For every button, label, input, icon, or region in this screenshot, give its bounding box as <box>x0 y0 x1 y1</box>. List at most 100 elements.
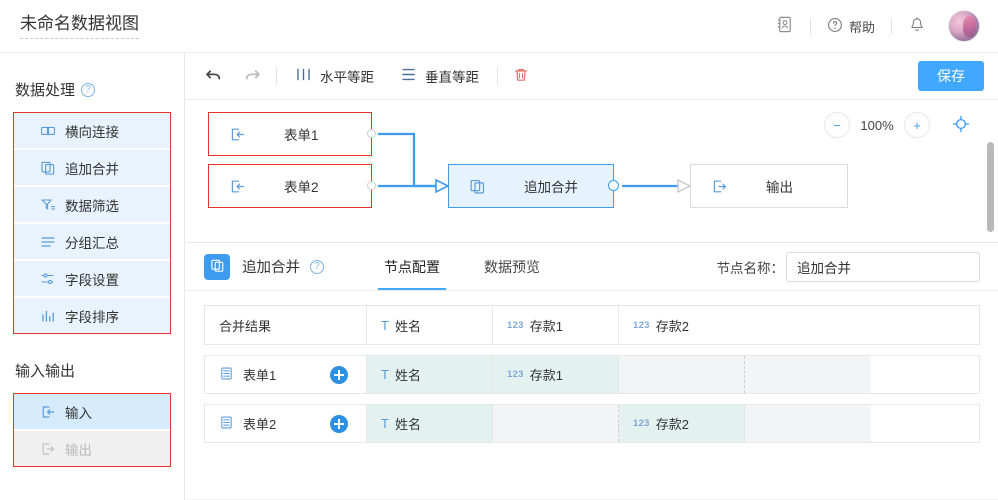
cell-empty-2[interactable] <box>745 405 871 442</box>
field-mapping-table: 合并结果 T 姓名 123 存款1 123 存款2 <box>186 291 998 443</box>
toolbar-divider-1 <box>276 67 277 85</box>
detail-node-name: 追加合并 <box>242 260 300 276</box>
header-cell-deposit1: 123 存款1 <box>493 306 619 344</box>
output-port[interactable] <box>608 180 619 191</box>
flow-connectors <box>378 132 692 194</box>
cell-label: 存款1 <box>529 368 563 383</box>
header-divider <box>809 18 811 34</box>
node-detail-panel: 追加合并 ? 节点配置 数据预览 节点名称： 合并结果 T <box>186 243 998 499</box>
header-label: 合并结果 <box>219 318 272 334</box>
node-name-field-group: 节点名称： <box>717 251 980 282</box>
flow-node-label: 追加合并 <box>524 180 578 195</box>
sidebar-item-append-merge[interactable]: 追加合并 <box>14 150 170 185</box>
sidebar-item-field-sort[interactable]: 字段排序 <box>14 298 170 333</box>
sidebar-item-output: 输出 <box>14 431 170 466</box>
sidebar-group-title-io: 输入输出 <box>15 360 171 381</box>
text-type-icon: T <box>381 367 389 382</box>
output-port[interactable] <box>367 129 376 138</box>
table-icon <box>219 415 234 433</box>
output-node-icon <box>711 178 728 195</box>
help-button[interactable]: 帮助 <box>817 17 885 36</box>
vertical-distribute-button[interactable]: 垂直等距 <box>396 66 483 86</box>
plus-circle-icon[interactable] <box>330 414 348 433</box>
sidebar-item-input[interactable]: 输入 <box>14 394 170 429</box>
sidebar-group-data-processing: 横向连接 追加合并 数据筛选 <box>13 112 171 334</box>
cell-empty-1[interactable] <box>619 356 745 393</box>
cell-deposit2[interactable]: 123 存款2 <box>619 405 745 442</box>
flow-node-label: 表单1 <box>284 128 319 143</box>
contact-book-button[interactable] <box>765 15 804 37</box>
flow-node-form2[interactable]: 表单2 <box>208 164 376 208</box>
flow-canvas[interactable]: 表单1 表单2 <box>186 100 998 243</box>
row-source-label: 表单2 <box>243 417 277 432</box>
header-label: 存款1 <box>529 318 563 334</box>
sidebar-item-label: 输入 <box>65 405 92 421</box>
sidebar-item-label: 字段排序 <box>65 309 119 325</box>
cell-name[interactable]: T 姓名 <box>367 356 493 393</box>
tab-node-config[interactable]: 节点配置 <box>370 243 454 290</box>
sidebar-item-label: 数据筛选 <box>65 198 119 214</box>
sidebar-item-filter[interactable]: 数据筛选 <box>14 187 170 222</box>
page-title[interactable]: 未命名数据视图 <box>20 13 139 39</box>
table-icon <box>219 366 234 384</box>
row-source-form1[interactable]: 表单1 <box>205 356 367 393</box>
input-node-icon <box>229 178 246 195</box>
field-sort-icon <box>40 308 56 324</box>
sidebar-item-label: 横向连接 <box>65 124 119 140</box>
sidebar-item-group-summary[interactable]: 分组汇总 <box>14 224 170 259</box>
tab-data-preview[interactable]: 数据预览 <box>484 258 540 275</box>
sidebar-item-field-settings[interactable]: 字段设置 <box>14 261 170 296</box>
node-name-input[interactable] <box>786 251 980 282</box>
zoom-in-button[interactable]: + <box>904 112 930 138</box>
flow-node-append-merge[interactable]: 追加合并 <box>448 164 619 208</box>
redo-arrow-icon <box>242 65 262 88</box>
append-merge-icon <box>210 258 225 276</box>
delete-button[interactable] <box>512 66 530 87</box>
cell-empty-2[interactable] <box>745 356 871 393</box>
app-header: 未命名数据视图 <box>0 0 998 53</box>
zoom-level: 100% <box>860 117 894 133</box>
main-area: 水平等距 垂直等距 <box>186 53 998 500</box>
table-row[interactable]: 表单1 T 姓名 123 存款1 <box>204 355 980 394</box>
header-label: 姓名 <box>394 318 421 334</box>
table-row[interactable]: 表单2 T 姓名 123 存款2 <box>204 404 980 443</box>
header-cell-merge-result: 合并结果 <box>205 306 367 344</box>
table-header-row: 合并结果 T 姓名 123 存款1 123 存款2 <box>204 305 980 345</box>
canvas-scrollbar[interactable] <box>987 142 994 232</box>
cell-label: 姓名 <box>394 368 421 383</box>
sidebar-group-io: 输入 输出 <box>13 393 171 467</box>
flow-node-output[interactable]: 输出 <box>690 164 848 208</box>
question-circle-icon <box>827 17 843 36</box>
zoom-controls: − 100% + <box>824 112 974 138</box>
detail-node-chip <box>204 253 230 280</box>
horizontal-distribute-button[interactable]: 水平等距 <box>291 66 378 86</box>
sidebar-item-join[interactable]: 横向连接 <box>14 113 170 148</box>
vertical-distribute-icon <box>400 66 417 86</box>
avatar[interactable] <box>948 10 980 42</box>
cell-empty-1[interactable] <box>493 405 619 442</box>
redo-button[interactable] <box>242 65 262 88</box>
output-port[interactable] <box>367 181 376 190</box>
undo-button[interactable] <box>204 65 224 88</box>
question-circle-icon[interactable]: ? <box>310 259 324 274</box>
help-label: 帮助 <box>848 19 875 35</box>
filter-icon <box>40 197 56 213</box>
group-summary-icon <box>40 234 56 250</box>
number-type-icon: 123 <box>507 319 524 331</box>
notifications-button[interactable] <box>898 16 936 37</box>
zoom-out-button[interactable]: − <box>824 112 850 138</box>
flow-node-label: 表单2 <box>284 180 319 195</box>
save-button[interactable]: 保存 <box>918 61 984 91</box>
cell-deposit1[interactable]: 123 存款1 <box>493 356 619 393</box>
cell-name[interactable]: T 姓名 <box>367 405 493 442</box>
header-divider-2 <box>891 18 892 34</box>
append-merge-icon <box>40 160 56 176</box>
field-settings-icon <box>40 271 56 287</box>
row-source-form2[interactable]: 表单2 <box>205 405 367 442</box>
cell-label: 姓名 <box>394 417 421 432</box>
plus-circle-icon[interactable] <box>330 365 348 384</box>
question-circle-icon[interactable]: ? <box>81 82 96 97</box>
flow-node-form1[interactable]: 表单1 <box>208 112 376 156</box>
fit-to-screen-button[interactable] <box>948 112 974 138</box>
